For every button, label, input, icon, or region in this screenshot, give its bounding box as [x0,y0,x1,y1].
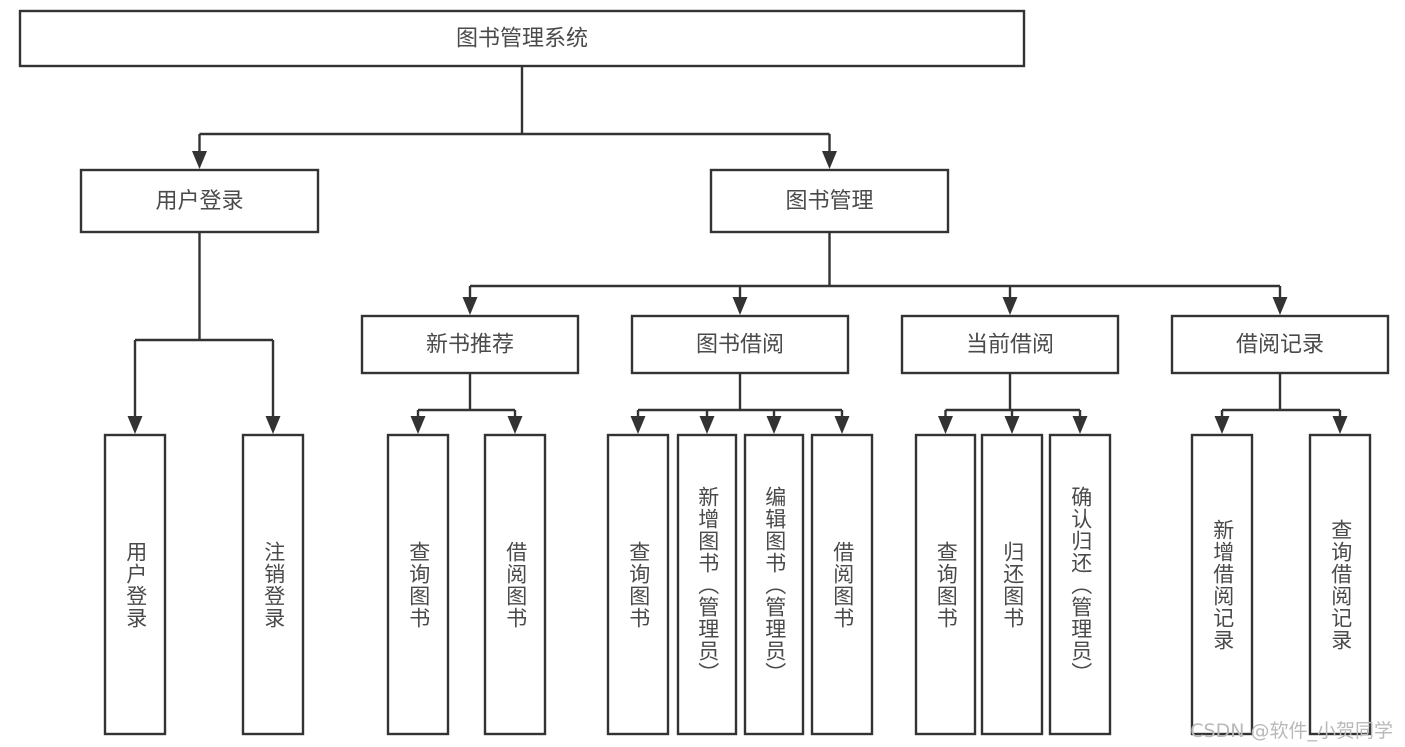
arrow-head-icon [410,416,426,434]
node-label-n-current-borrow: 当前借阅 [966,333,1054,358]
node-box-root[interactable] [18,9,1026,68]
node-box-l-query-book-3[interactable] [914,433,977,736]
arrow-head-icon [507,416,523,434]
arrow-head-icon [938,416,953,434]
arrow-head-icon [1332,416,1348,434]
arrow-head-icon [127,416,143,434]
arrow-head-icon [1004,416,1020,434]
node-box-l-add-record[interactable] [1190,433,1254,736]
node-label-n-user-login: 用户登录 [155,189,243,214]
node-box-l-borrow-book-2[interactable] [810,433,874,736]
arrow-head-icon [732,297,748,315]
node-box-n-book-manage[interactable] [709,168,950,234]
arrow-head-icon [265,416,281,434]
node-box-l-return-book[interactable] [980,433,1044,736]
node-box-n-borrow-record[interactable] [1170,314,1390,375]
arrow-head-icon [822,151,837,169]
arrow-head-icon [1072,416,1088,434]
node-box-l-borrow-book-1[interactable] [483,433,547,736]
node-box-n-current-borrow[interactable] [900,314,1120,375]
arrow-head-icon [834,416,850,434]
node-box-l-query-book-1[interactable] [386,433,450,736]
arrow-head-icon [1002,297,1018,315]
node-box-n-book-borrow[interactable] [630,314,850,375]
node-box-l-edit-book[interactable] [743,433,805,736]
node-box-n-user-login[interactable] [79,168,320,234]
node-box-l-logout[interactable] [241,433,305,736]
node-label-n-book-manage: 图书管理 [785,189,873,214]
node-box-n-new-book-rec[interactable] [360,314,580,375]
arrow-head-icon [699,416,715,434]
connector-layer [127,66,1348,434]
node-label-n-borrow-record: 借阅记录 [1236,333,1324,358]
node-box-l-confirm-return[interactable] [1048,433,1112,736]
node-box-layer [18,9,1390,736]
arrow-head-icon [630,416,646,434]
arrow-head-icon [766,416,782,434]
arrow-head-icon [192,151,207,169]
node-box-l-add-book[interactable] [676,433,738,736]
arrow-head-icon [1272,297,1288,315]
node-label-root: 图书管理系统 [456,27,588,52]
arrow-head-icon [1214,416,1230,434]
node-box-l-user-login[interactable] [103,433,167,736]
node-label-n-new-book-rec: 新书推荐 [426,333,514,358]
watermark-text: CSDN @软件_小贺同学 [1190,720,1393,742]
node-box-l-query-record[interactable] [1308,433,1372,736]
node-label-n-book-borrow: 图书借阅 [696,333,784,358]
node-box-l-query-book-2[interactable] [606,433,670,736]
arrow-head-icon [462,297,478,315]
